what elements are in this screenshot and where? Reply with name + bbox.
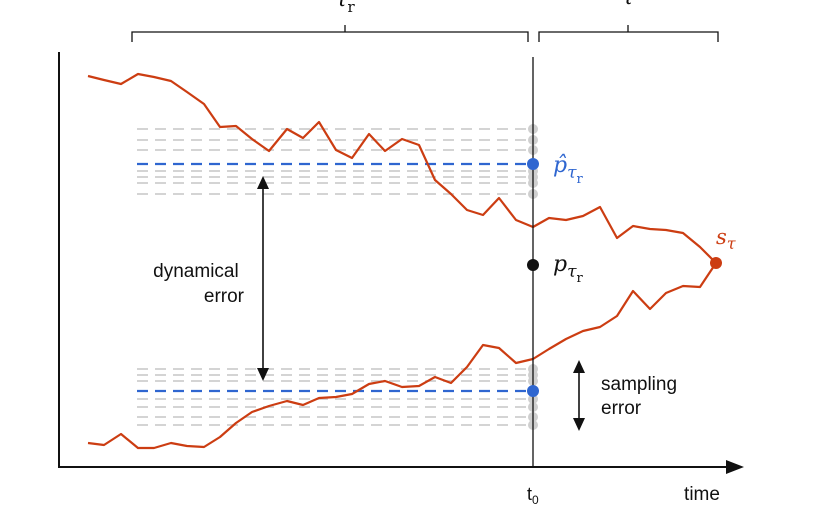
t0-label: t0	[527, 484, 539, 507]
axes	[58, 52, 728, 468]
tau-r-subscript: r	[348, 0, 356, 16]
dynamical-error-arrow	[257, 176, 269, 381]
tau-label: τ	[622, 0, 635, 10]
p-hat-lower-point	[527, 385, 539, 397]
p-truth-point	[527, 259, 539, 271]
p-label: pτr	[553, 252, 584, 286]
tau-r-brace	[131, 25, 529, 42]
s-tau-label: sτ	[716, 225, 737, 253]
tau-r-symbol: τ	[335, 0, 348, 12]
tau-r-label: τr	[335, 0, 355, 16]
lower-trajectory	[87, 262, 717, 450]
dynamical-error-label: dynamical error	[153, 261, 244, 307]
lower-ensemble	[137, 368, 533, 426]
time-axis-label: time	[684, 484, 720, 505]
sampling-error-label: sampling error	[601, 374, 682, 419]
x-axis-arrowhead	[726, 460, 744, 474]
upper-trajectory	[87, 72, 717, 264]
upper-ensemble	[137, 128, 533, 195]
sampling-error-arrow	[573, 360, 585, 431]
s-tau-point	[710, 257, 722, 269]
p-hat-upper-point	[527, 158, 539, 170]
tau-brace	[538, 25, 719, 42]
p-hat-label: p̂τr	[553, 153, 584, 187]
